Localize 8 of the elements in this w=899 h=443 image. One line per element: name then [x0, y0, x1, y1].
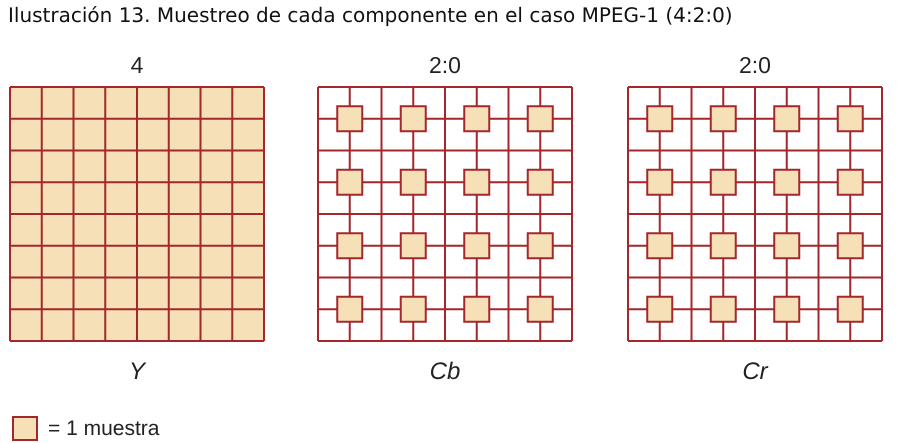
figure-title: Ilustración 13. Muestreo de cada componente en el caso MPEG-1 (4:2:0) [8, 2, 733, 28]
legend-text: = 1 muestra [48, 416, 160, 440]
ratio-label: 2:0 [739, 51, 771, 80]
component-label: Cb [430, 357, 460, 387]
component-label: Y [128, 357, 145, 387]
ratio-label: 2:0 [429, 51, 461, 80]
ratio-label: 4 [130, 51, 144, 80]
component-label: Cr [742, 357, 768, 387]
